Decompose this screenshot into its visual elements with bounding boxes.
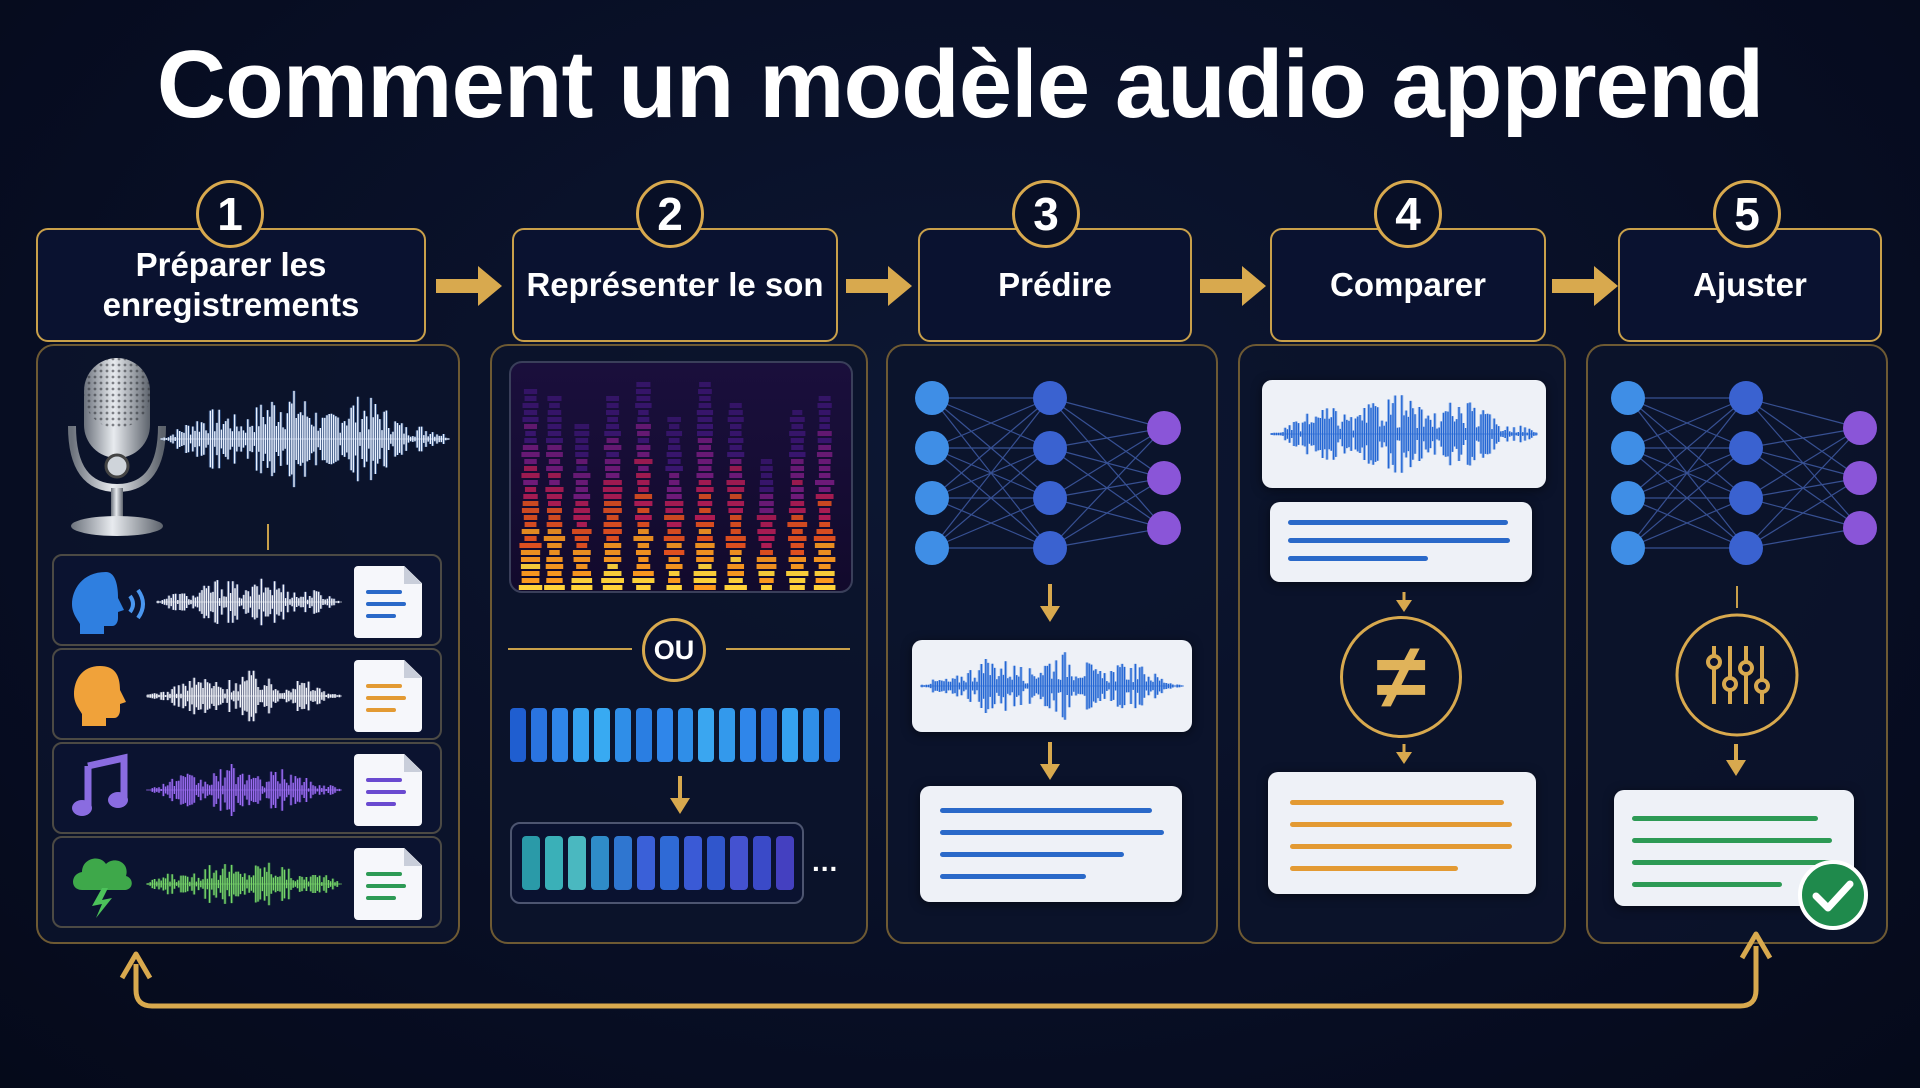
not-equal-icon: ≠ (1340, 616, 1462, 738)
waveform (160, 390, 450, 488)
waveform (920, 652, 1184, 720)
waveform (1270, 395, 1538, 473)
waveform (146, 862, 342, 906)
arrow-down-icon (1396, 744, 1412, 764)
speech-head-icon (72, 572, 145, 634)
arrow-right-icon (846, 266, 912, 306)
storm-cloud-icon (73, 858, 132, 918)
divider-line (508, 648, 632, 650)
waveform (146, 764, 342, 816)
document-icon (354, 660, 422, 732)
ellipsis: ... (812, 846, 839, 877)
arrow-right-icon (1200, 266, 1266, 306)
waveform (146, 670, 342, 722)
document-icon (354, 566, 422, 638)
step-5-badge: 5 (1713, 180, 1781, 248)
microphone-icon (68, 358, 166, 536)
divider-line (726, 648, 850, 650)
arrow-down-icon (1040, 742, 1060, 780)
step-4-badge: 4 (1374, 180, 1442, 248)
sliders-icon (1675, 613, 1799, 737)
arrow-right-icon (1552, 266, 1618, 306)
connector-line (1736, 586, 1738, 608)
token-bars (522, 836, 794, 890)
step-1-badge: 1 (196, 180, 264, 248)
connector-line (267, 524, 269, 550)
arrow-down-icon (1040, 584, 1060, 622)
step-3-badge: 3 (1012, 180, 1080, 248)
waveform (156, 578, 342, 626)
document-icon (354, 754, 422, 826)
music-note-icon (72, 753, 128, 816)
check-icon (1798, 860, 1868, 930)
head-icon (74, 666, 126, 726)
arrow-down-icon (670, 776, 690, 814)
arrow-right-icon (436, 266, 502, 306)
arrow-down-icon (1726, 744, 1746, 776)
arrow-down-icon (1396, 592, 1412, 612)
neural-network-icon (915, 381, 1181, 565)
neural-network-icon (1611, 381, 1877, 565)
spectrogram (509, 361, 853, 593)
reference-text-card (1270, 502, 1532, 582)
document-icon (354, 848, 422, 920)
token-bars (510, 708, 840, 762)
step-3-header: Prédire (918, 228, 1192, 342)
target-text-card (1268, 772, 1536, 894)
page-title: Comment un modèle audio apprend (156, 31, 1764, 138)
step-2-badge: 2 (636, 180, 704, 248)
prediction-text-card (920, 786, 1182, 902)
or-badge: OU (642, 618, 706, 682)
